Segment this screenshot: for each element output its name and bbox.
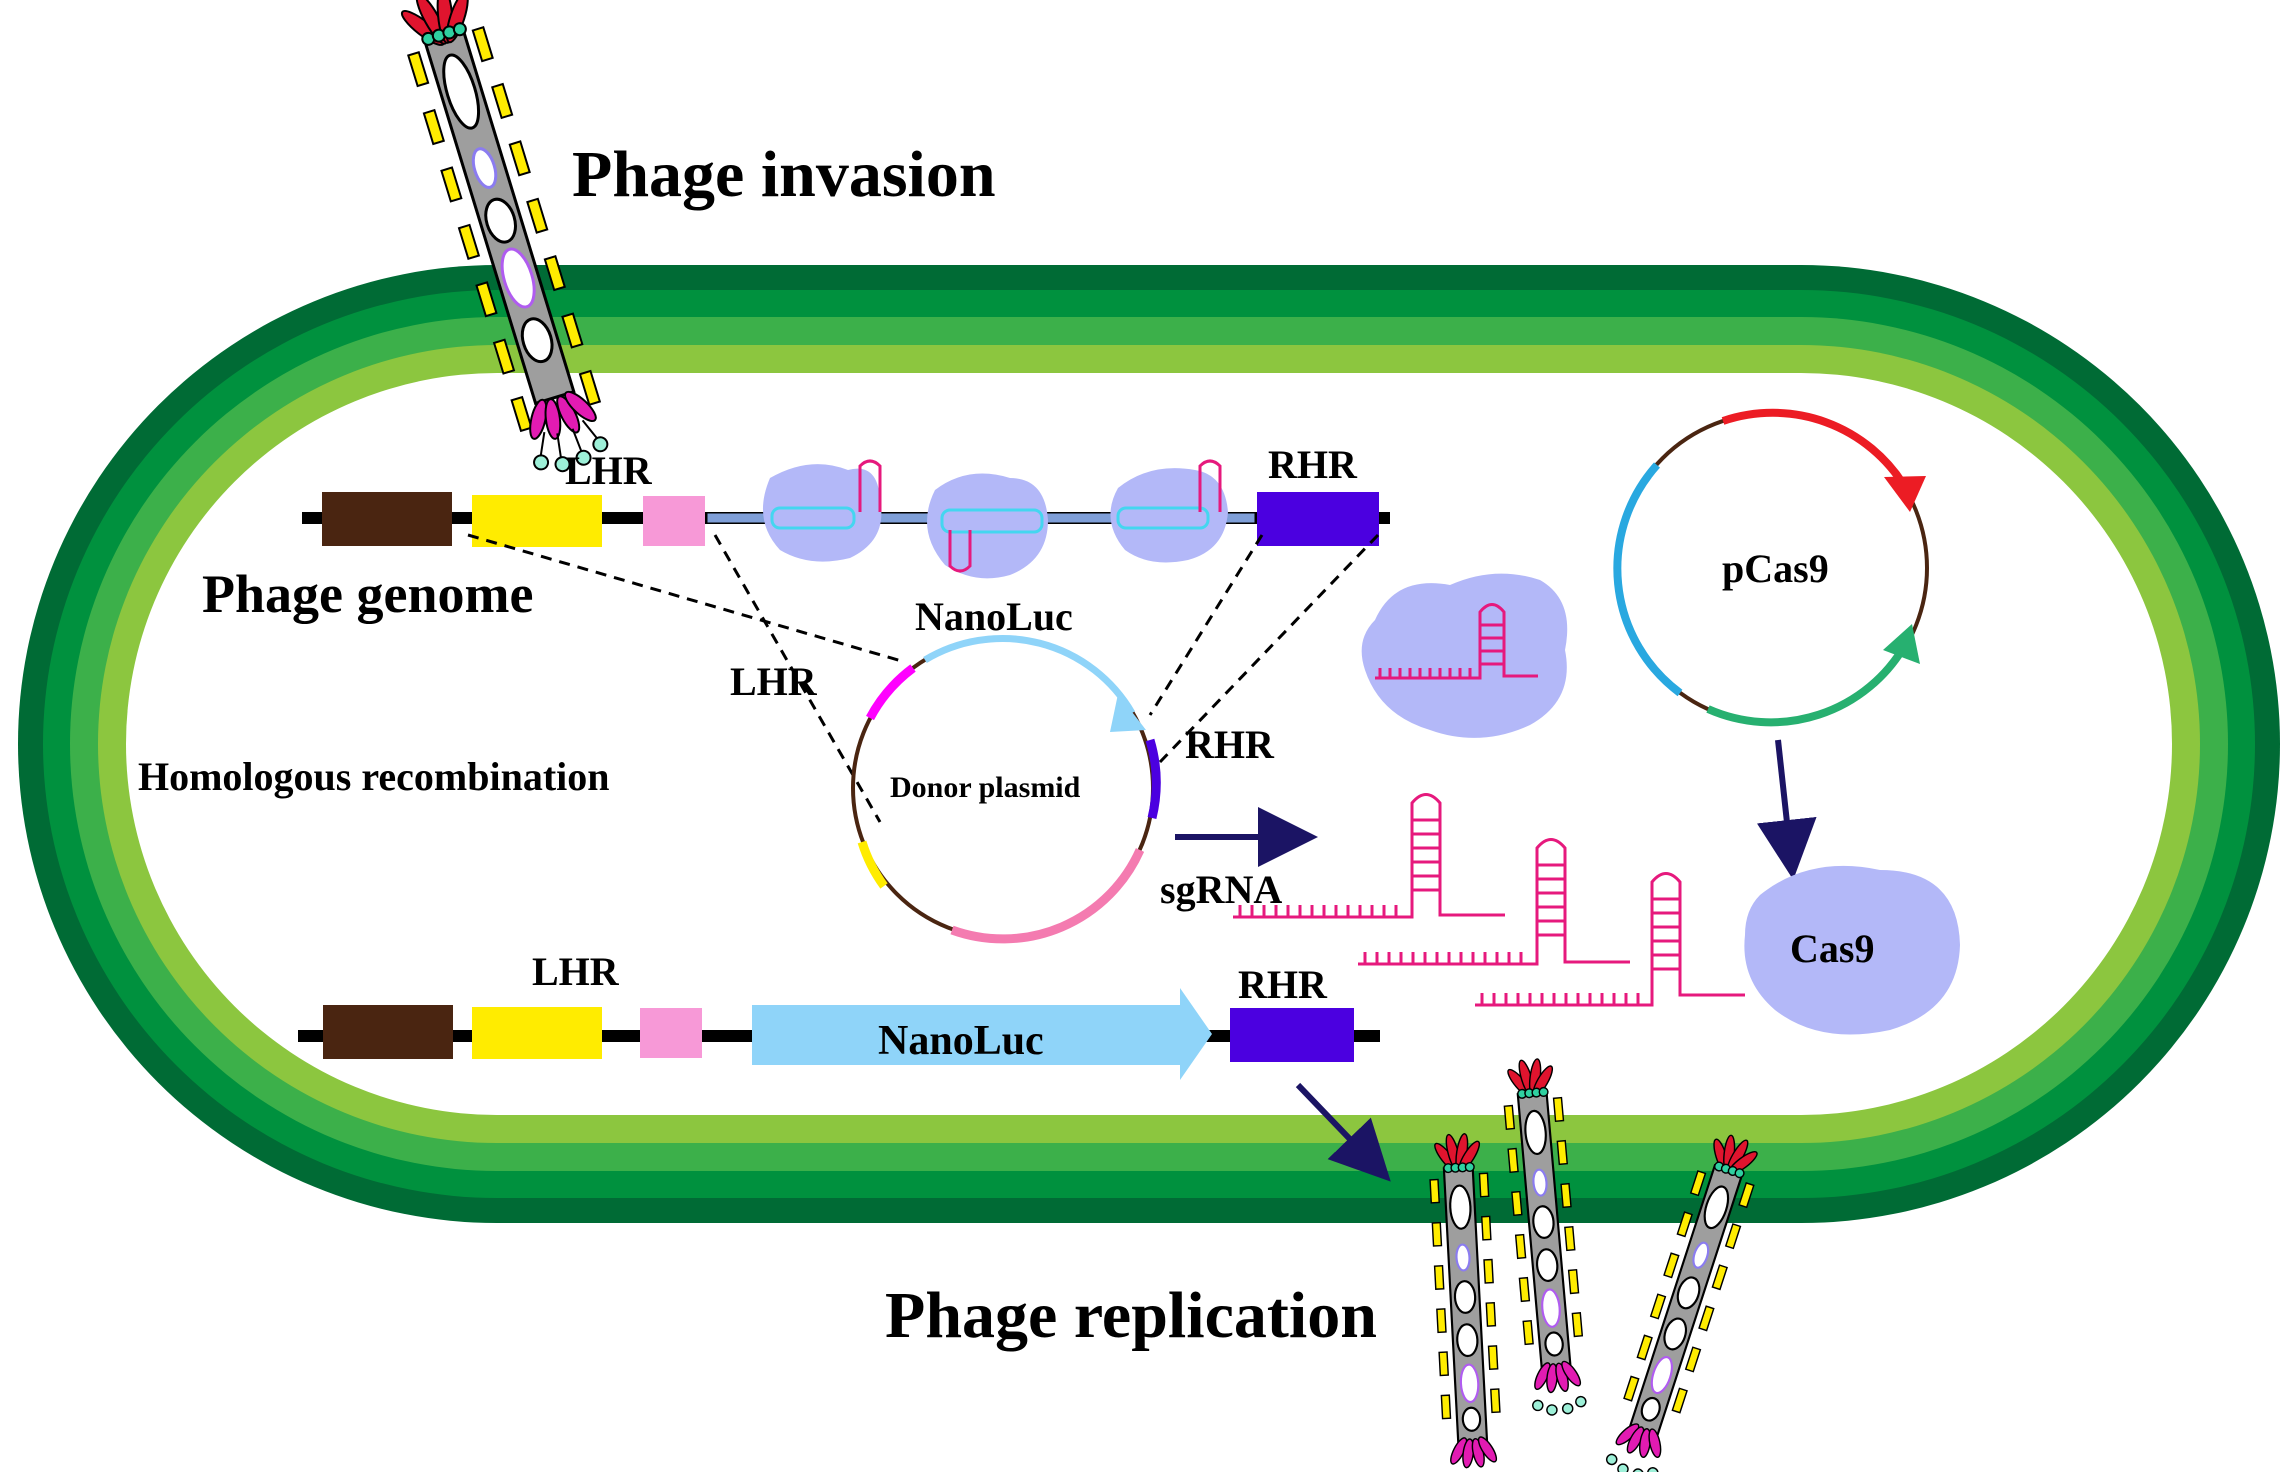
plasmid-yellow-arc [857, 840, 888, 889]
rhr-bottom-label: RHR [1238, 962, 1328, 1007]
cas9-protein: Cas9 [1744, 865, 1960, 1035]
gene-rhr [1257, 492, 1379, 546]
cas9-sgrna-complex [1361, 573, 1568, 738]
rhr-top-label: RHR [1268, 442, 1358, 487]
gene-yellow [472, 495, 602, 547]
phage-capsid-ovals [442, 53, 554, 364]
plasmid-pink-arc [950, 848, 1145, 944]
plasmid-nanoluc-head [1110, 694, 1146, 732]
homologous-recombination-label: Homologous recombination [138, 754, 610, 799]
sgrna-label: sgRNA [1160, 867, 1282, 912]
phage-tail-fibers [529, 390, 609, 473]
phage-invading [400, 0, 609, 473]
plasmid-nanoluc-arc [923, 635, 1136, 715]
sgrna-1 [1233, 793, 1505, 919]
gene-yellow-bottom [472, 1007, 602, 1059]
phage-genome-bottom: NanoLuc LHR RHR [298, 949, 1380, 1080]
sgrna-molecules [1233, 793, 1745, 1007]
pcas9-plasmid: pCas9 [1613, 408, 1929, 727]
plasmid-rhr-arc [1145, 738, 1161, 820]
sgrna-3 [1475, 872, 1745, 1007]
cas9-complex-2 [927, 473, 1048, 579]
replication-arrow [1295, 1082, 1391, 1182]
phage-progeny-3 [1605, 1134, 1758, 1477]
lhr-bottom-label: LHR [532, 949, 620, 994]
gene-brown [322, 492, 452, 546]
phage-genome-label: Phage genome [202, 564, 533, 624]
cas9-complex-3 [1110, 459, 1228, 563]
pcas9-green-head [1883, 624, 1920, 664]
lhr-top-label: LHR [565, 448, 653, 493]
phage-progeny-1 [1429, 1133, 1502, 1477]
pcas9-blue-arc [1613, 462, 1683, 697]
phage-spikes [407, 26, 602, 433]
gene-brown-bottom [323, 1005, 453, 1059]
plasmid-rhr-label: RHR [1185, 722, 1275, 767]
donor-plasmid-label: Donor plasmid [890, 771, 1081, 804]
phage-top-fringe [400, 0, 469, 46]
cas9-expression-arrow [1756, 739, 1817, 880]
cas9-complex-1 [762, 459, 882, 562]
gene-rhr-bottom [1230, 1008, 1354, 1062]
pcas9-green-arc [1706, 642, 1909, 727]
plasmid-lhr-label: LHR [730, 659, 818, 704]
gene-pink-bottom [640, 1008, 702, 1058]
gene-pink [643, 496, 705, 546]
nanoluc-gene-arrow [752, 988, 1212, 1080]
pcas9-red-arc [1721, 408, 1909, 490]
phage-genome-top: LHR RHR Phage genome [202, 442, 1390, 624]
nanoluc-gene-label: NanoLuc [878, 1018, 1044, 1064]
pcas9-red-head [1884, 476, 1926, 512]
plasmid-magenta-arc [866, 664, 916, 721]
phage-invasion-label: Phage invasion [572, 138, 996, 211]
sgrna-2 [1358, 838, 1630, 966]
plasmid-nanoluc-label: NanoLuc [915, 594, 1073, 639]
cas9-label: Cas9 [1790, 926, 1874, 971]
phage-replication-label: Phage replication [885, 1279, 1377, 1352]
phage-progeny-2 [1503, 1058, 1587, 1416]
donor-plasmid: NanoLuc LHR RHR Donor plasmid [730, 594, 1275, 944]
pcas9-label: pCas9 [1722, 546, 1829, 591]
